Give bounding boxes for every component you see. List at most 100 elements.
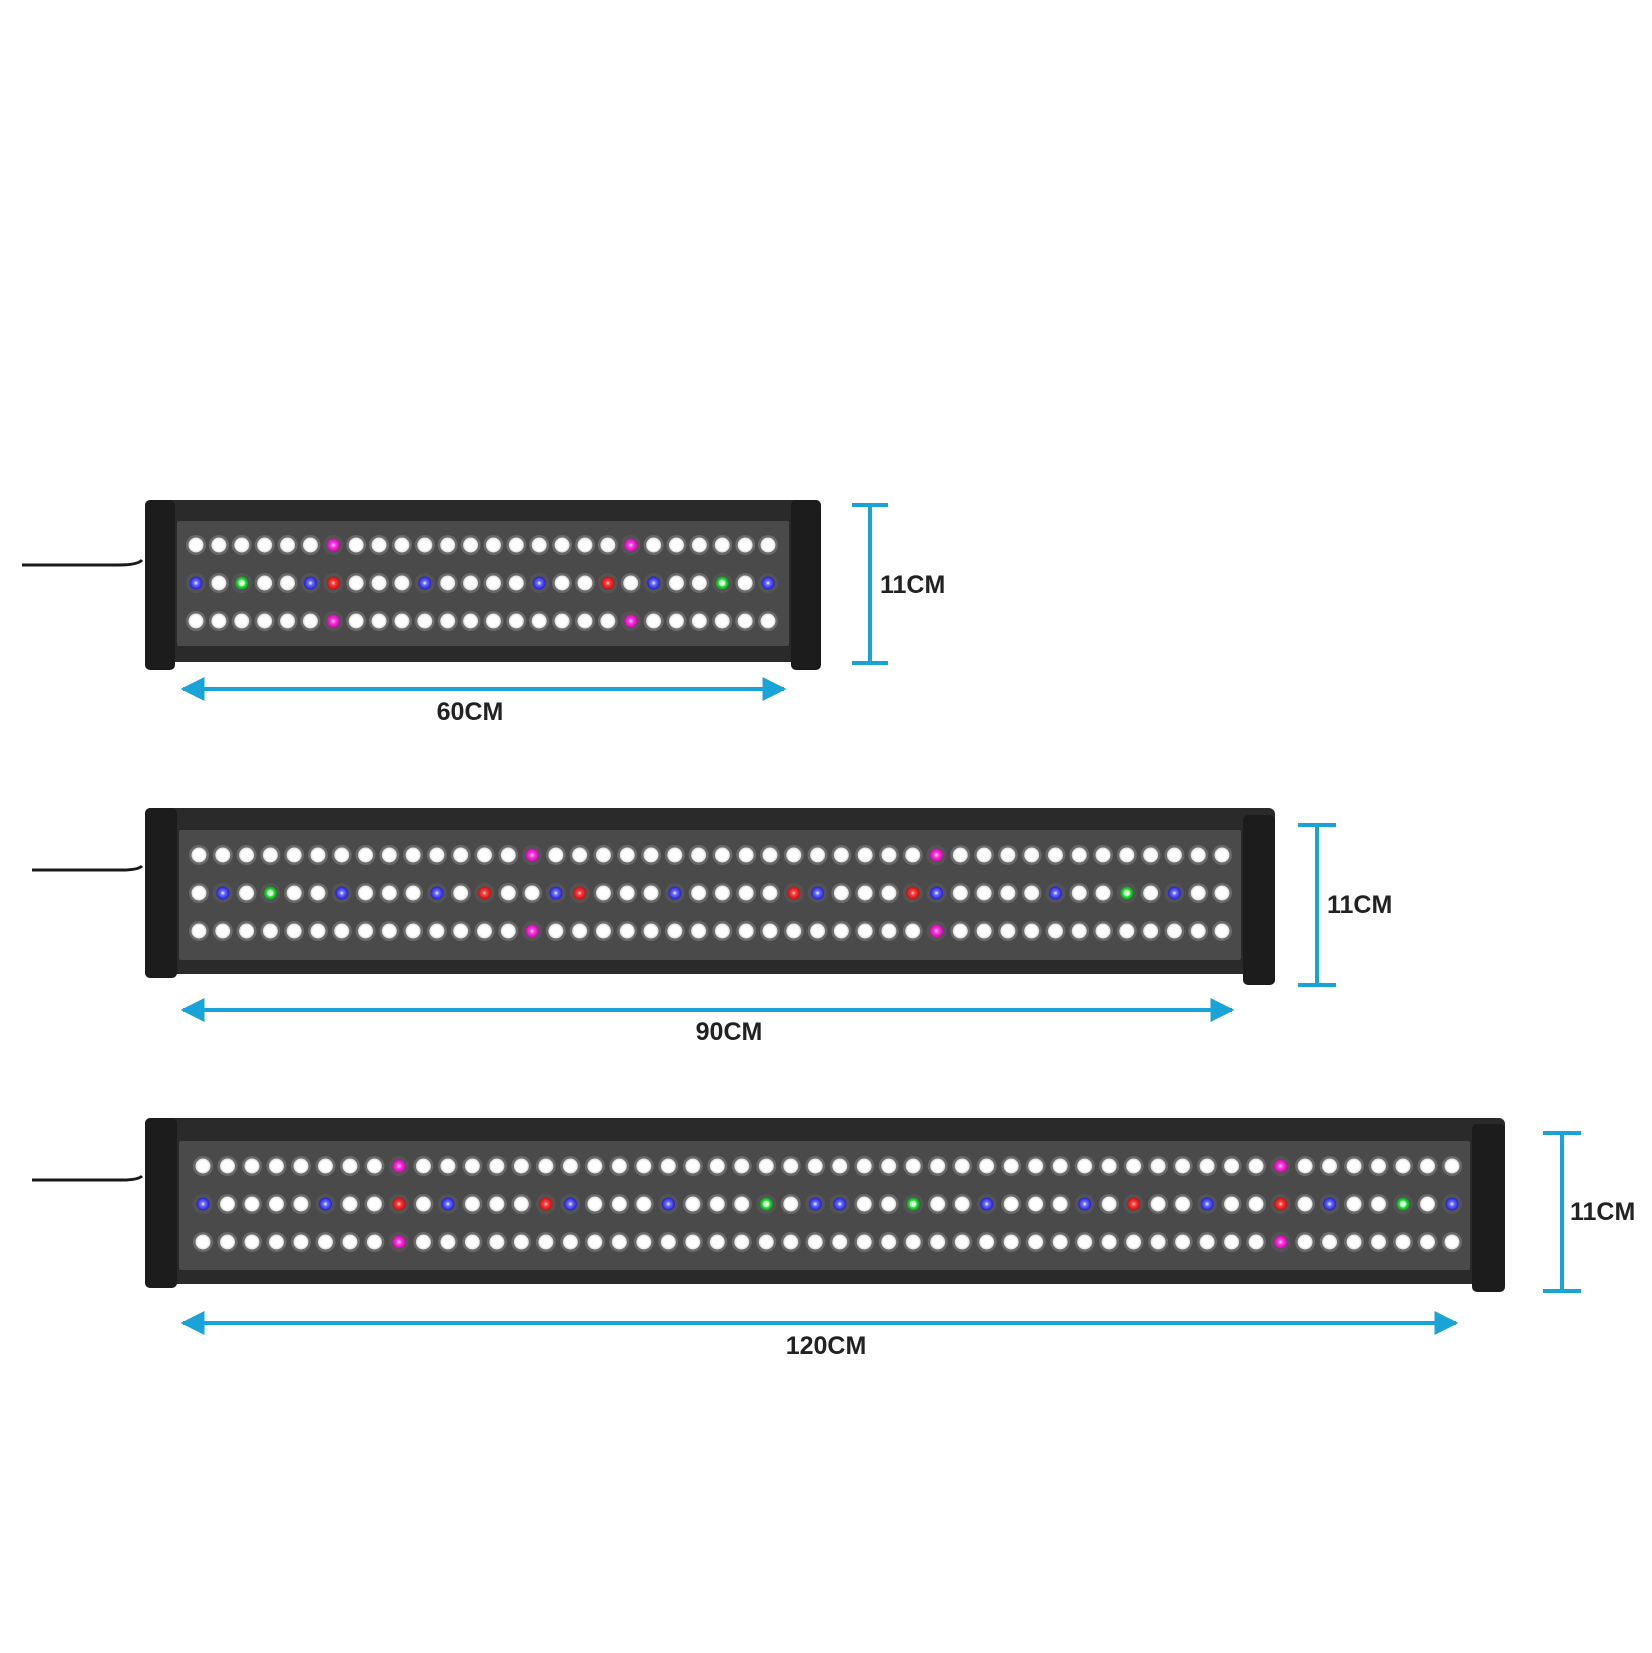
- right-end-cap: [1472, 1124, 1505, 1292]
- led-white: [191, 885, 207, 901]
- led-green: [263, 886, 277, 900]
- led-white: [881, 1196, 897, 1212]
- led-white: [762, 923, 778, 939]
- led-white: [513, 1234, 529, 1250]
- led-white: [857, 923, 873, 939]
- led-white: [1126, 1234, 1142, 1250]
- led-white: [660, 1158, 676, 1174]
- right-end-cap: [1243, 815, 1275, 985]
- led-white: [453, 885, 469, 901]
- led-white: [1214, 847, 1230, 863]
- led-white: [595, 847, 611, 863]
- led-grid: [193, 1156, 1462, 1252]
- led-blue: [1048, 886, 1062, 900]
- led-white: [1143, 885, 1159, 901]
- led-white: [485, 613, 501, 629]
- led-white: [358, 885, 374, 901]
- led-white: [440, 1234, 456, 1250]
- led-white: [881, 847, 897, 863]
- led-white: [660, 1234, 676, 1250]
- led-white: [415, 1234, 431, 1250]
- led-pink: [1274, 1235, 1288, 1249]
- led-white: [930, 1234, 946, 1250]
- right-end-cap: [791, 500, 821, 670]
- led-white: [905, 1158, 921, 1174]
- led-white: [286, 923, 302, 939]
- led-white: [268, 1158, 284, 1174]
- led-white: [1371, 1158, 1387, 1174]
- led-white: [310, 847, 326, 863]
- led-white: [257, 613, 273, 629]
- led-white: [1101, 1158, 1117, 1174]
- led-white: [930, 1158, 946, 1174]
- led-white: [595, 923, 611, 939]
- led-green: [715, 576, 729, 590]
- led-blue: [833, 1197, 847, 1211]
- led-red: [392, 1197, 406, 1211]
- led-white: [244, 1158, 260, 1174]
- led-white: [1346, 1158, 1362, 1174]
- led-white: [737, 537, 753, 553]
- led-white: [489, 1196, 505, 1212]
- left-end-cap: [145, 1118, 177, 1288]
- led-white: [1000, 847, 1016, 863]
- height-dimension: 11CM: [1298, 823, 1392, 987]
- led-white: [668, 575, 684, 591]
- led-white: [714, 847, 730, 863]
- led-white: [463, 537, 479, 553]
- led-green: [759, 1197, 773, 1211]
- led-white: [538, 1234, 554, 1250]
- led-white: [709, 1234, 725, 1250]
- led-white: [786, 923, 802, 939]
- led-white: [905, 847, 921, 863]
- led-white: [738, 885, 754, 901]
- led-white: [1175, 1234, 1191, 1250]
- led-blue: [196, 1197, 210, 1211]
- led-green: [235, 576, 249, 590]
- led-white: [881, 885, 897, 901]
- led-blue: [318, 1197, 332, 1211]
- led-white: [191, 923, 207, 939]
- led-white: [286, 847, 302, 863]
- led-white: [760, 613, 776, 629]
- led-white: [500, 923, 516, 939]
- led-white: [463, 575, 479, 591]
- led-white: [905, 1234, 921, 1250]
- led-white: [646, 537, 662, 553]
- led-blue: [647, 576, 661, 590]
- led-white: [1028, 1234, 1044, 1250]
- led-grid: [186, 535, 778, 631]
- led-white: [500, 847, 516, 863]
- led-white: [685, 1234, 701, 1250]
- led-white: [611, 1196, 627, 1212]
- led-white: [1000, 885, 1016, 901]
- led-white: [244, 1196, 260, 1212]
- led-white: [1420, 1234, 1436, 1250]
- led-white: [1047, 847, 1063, 863]
- led-white: [1024, 885, 1040, 901]
- led-white: [1150, 1196, 1166, 1212]
- led-white: [572, 923, 588, 939]
- led-white: [1224, 1196, 1240, 1212]
- width-dimension: 60CM: [180, 677, 787, 726]
- led-white: [440, 575, 456, 591]
- led-blue: [1200, 1197, 1214, 1211]
- led-white: [832, 1158, 848, 1174]
- led-pink: [930, 848, 944, 862]
- led-blue: [811, 886, 825, 900]
- led-white: [636, 1158, 652, 1174]
- led-white: [268, 1196, 284, 1212]
- led-white: [485, 537, 501, 553]
- led-white: [211, 613, 227, 629]
- led-white: [463, 613, 479, 629]
- led-green: [1396, 1197, 1410, 1211]
- led-white: [1297, 1234, 1313, 1250]
- led-white: [348, 537, 364, 553]
- led-white: [239, 885, 255, 901]
- led-white: [587, 1158, 603, 1174]
- led-white: [833, 847, 849, 863]
- led-white: [667, 923, 683, 939]
- led-white: [856, 1158, 872, 1174]
- led-white: [508, 575, 524, 591]
- led-white: [1003, 1158, 1019, 1174]
